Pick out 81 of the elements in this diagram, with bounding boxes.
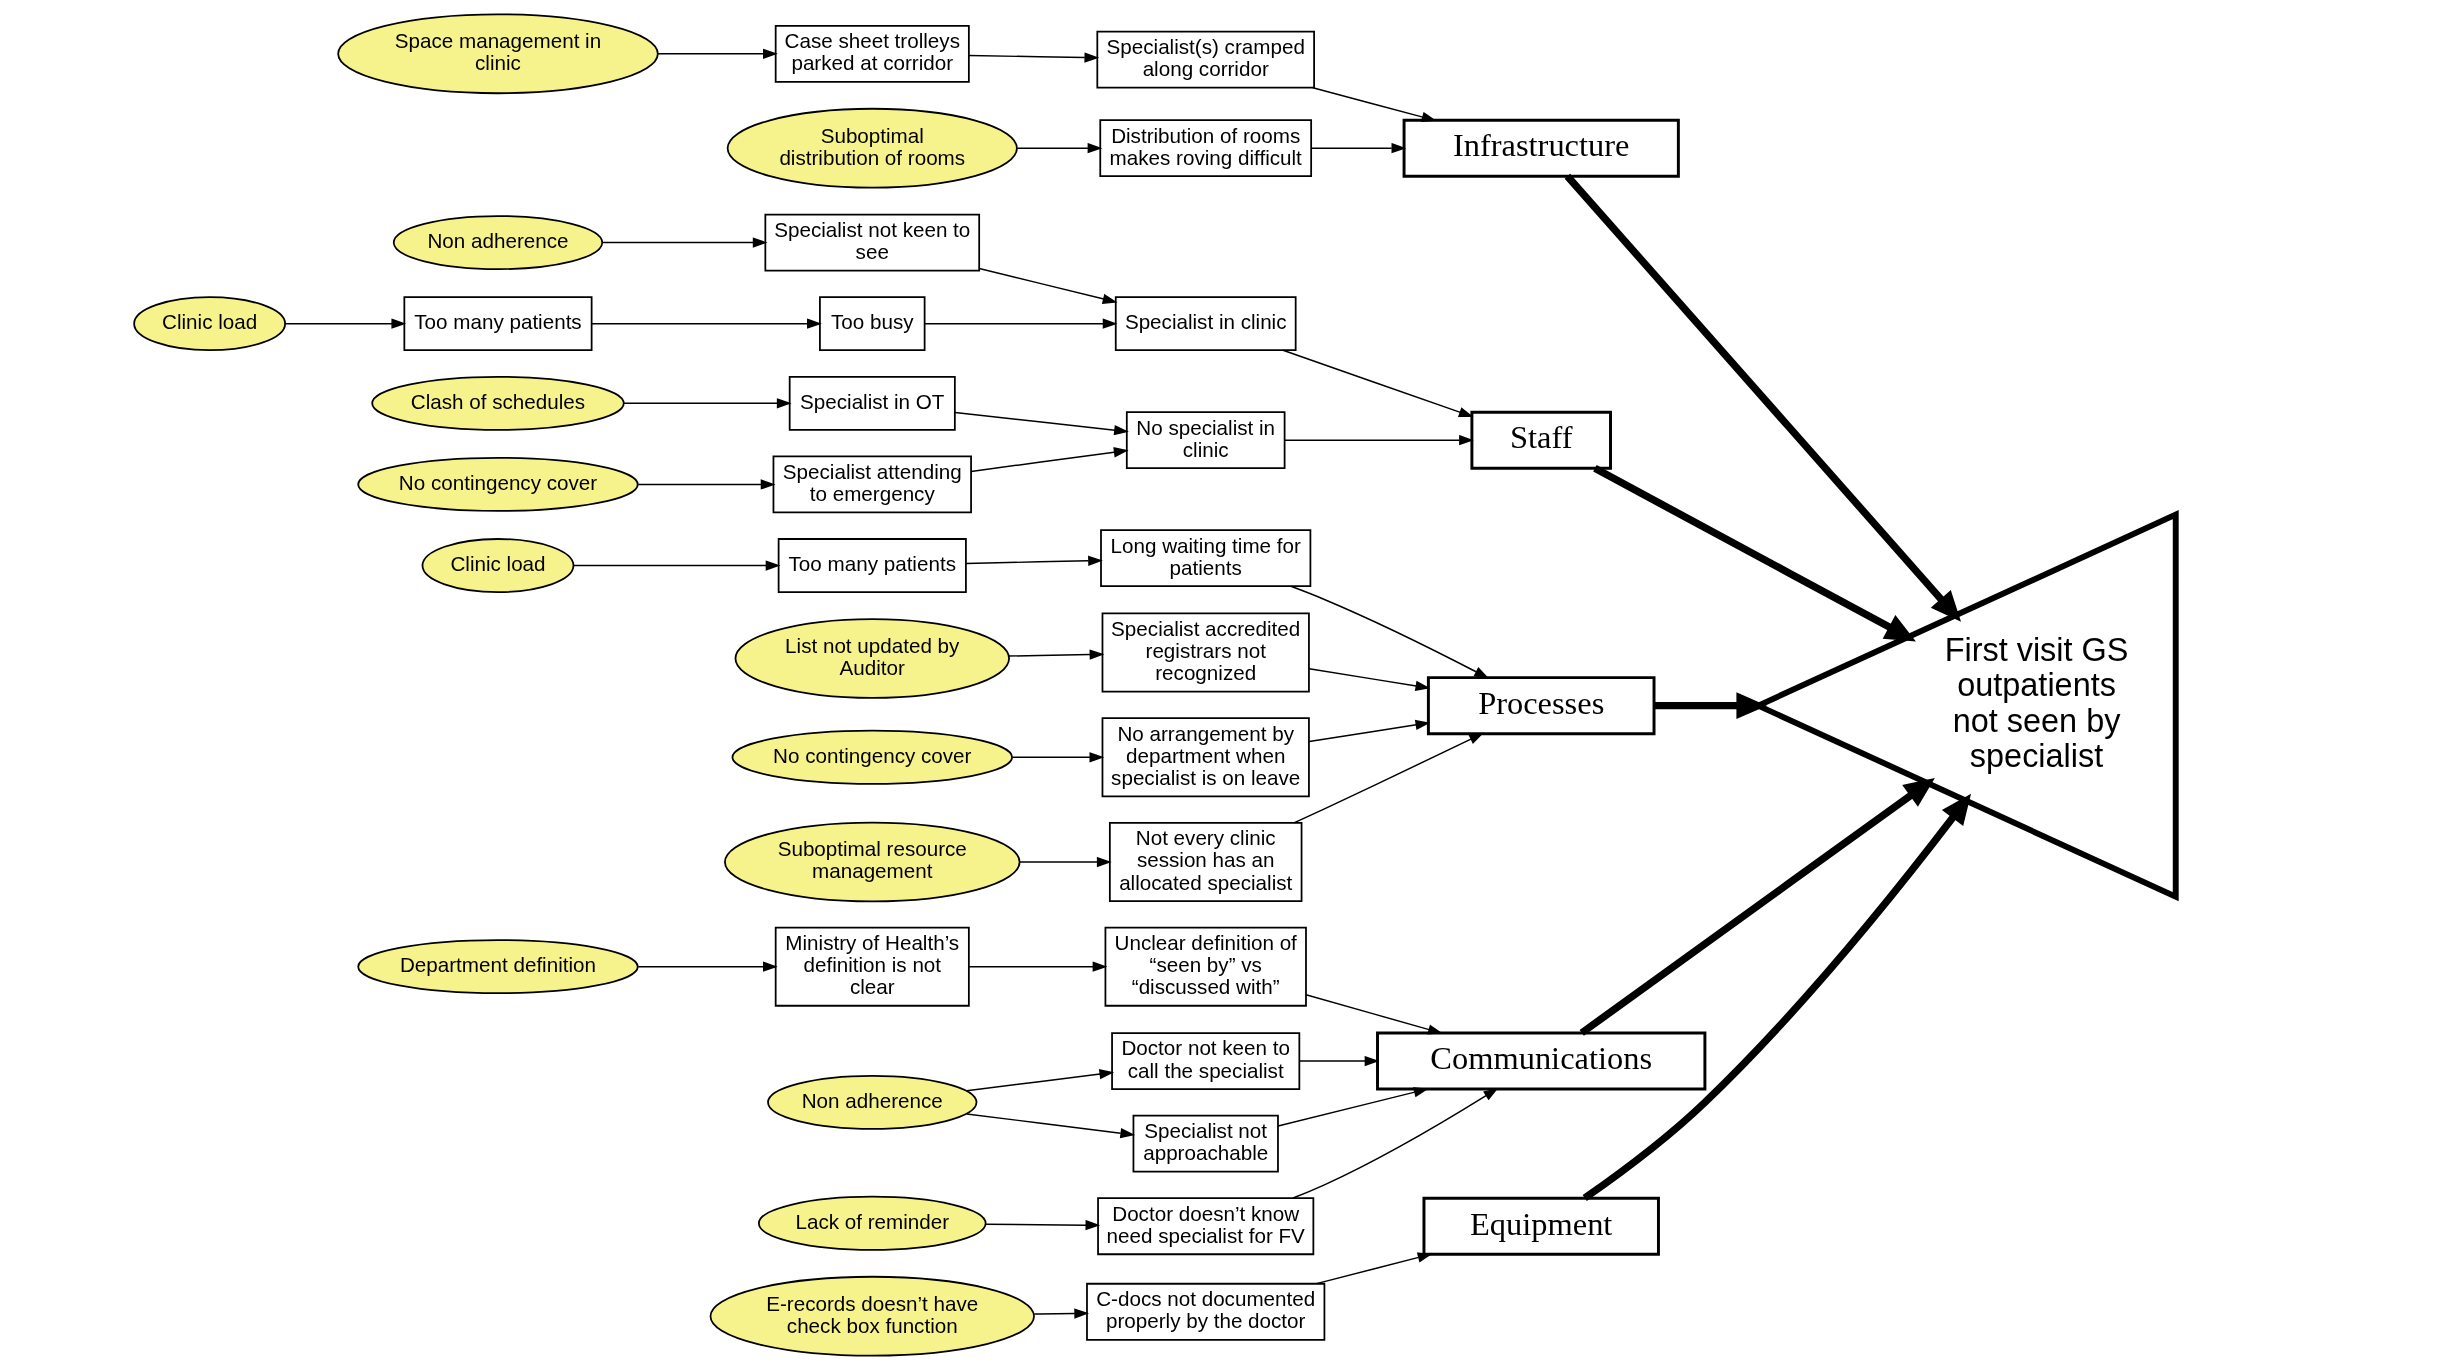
node-box: Case sheet trolleys parked at corridor <box>774 24 970 83</box>
node-box: Specialist in clinic <box>1114 296 1297 352</box>
node-ellipse: Lack of reminder <box>758 1195 987 1251</box>
arrow <box>1298 1055 1380 1067</box>
node-box: Too many patients <box>777 538 967 593</box>
arrow <box>602 237 768 248</box>
node-box: Specialist in OT <box>788 375 956 431</box>
node-ellipse: Department definition <box>357 939 639 995</box>
node-box: No arrangement by department when specialist is on leave <box>1101 717 1310 798</box>
arrow <box>1277 1087 1429 1127</box>
arrow <box>970 447 1129 473</box>
arrow <box>591 318 822 329</box>
arrow <box>1310 143 1407 154</box>
arrow <box>1016 143 1103 154</box>
arrow <box>1593 465 1916 642</box>
node-box: Ministry of Health’s definition is not clear <box>774 926 970 1007</box>
arrow <box>923 318 1118 329</box>
node-box: Too many patients <box>403 296 593 352</box>
node-box: Doctor doesn’t know need specialist for FV <box>1097 1197 1315 1256</box>
arrow <box>984 1220 1101 1231</box>
arrow <box>1305 994 1443 1035</box>
arrow <box>954 411 1129 436</box>
arrow <box>1284 435 1474 446</box>
arrow <box>965 555 1103 566</box>
arrow <box>1308 668 1431 691</box>
node-box: Not every clinic session has an allocated specialist <box>1108 822 1303 902</box>
arrow <box>1654 692 1767 720</box>
arrow <box>622 398 792 409</box>
arrow <box>657 48 778 59</box>
arrow <box>1290 585 1489 679</box>
node-box: Too busy <box>819 296 926 352</box>
arrow <box>1033 1308 1090 1319</box>
node-box: Specialist not keen to see <box>764 213 981 272</box>
node-box: Specialist accredited registrars not recognized <box>1101 612 1310 693</box>
arrow <box>965 1069 1115 1092</box>
node-ellipse: Non adherence <box>767 1074 978 1130</box>
arrow <box>1564 173 1962 622</box>
node-box: Specialist(s) cramped along corridor <box>1096 30 1315 89</box>
node-box: No specialist in clinic <box>1125 411 1286 470</box>
arrow <box>637 961 778 972</box>
node-box: Processes <box>1426 676 1656 736</box>
arrow <box>1292 1087 1499 1199</box>
arrow <box>1282 349 1474 418</box>
arrow <box>1315 1252 1433 1285</box>
arrow <box>1018 856 1112 868</box>
arrow <box>637 479 776 490</box>
arrow <box>968 52 1100 63</box>
node-ellipse: Clinic load <box>421 538 575 593</box>
node-box: Long waiting time for patients <box>1100 529 1312 588</box>
node-box: Infrastructure <box>1402 118 1680 178</box>
node-box: Staff <box>1470 410 1612 470</box>
node-box: Unclear definition of “seen by” vs “discussed with” <box>1104 926 1307 1007</box>
node-ellipse: List not updated by Auditor <box>734 618 1010 699</box>
node-box: Doctor not keen to call the specialist <box>1111 1032 1301 1090</box>
arrow <box>1579 778 1935 1036</box>
arrow <box>968 961 1108 972</box>
node-box: Equipment <box>1422 1196 1660 1256</box>
arrow <box>1308 719 1431 743</box>
node-ellipse: Suboptimal distribution of rooms <box>726 107 1018 189</box>
node-ellipse: Suboptimal resource management <box>724 821 1021 903</box>
node-box: Communications <box>1376 1031 1707 1091</box>
node-box: Specialist attending to emergency <box>772 455 972 514</box>
arrow <box>284 318 407 329</box>
arrow <box>978 267 1118 304</box>
node-ellipse: No contingency cover <box>731 729 1013 785</box>
arrow <box>965 1113 1136 1139</box>
node-ellipse: No contingency cover <box>357 457 639 512</box>
arrow <box>1582 793 1972 1202</box>
node-ellipse: E-records doesn’t have check box function <box>709 1275 1035 1357</box>
node-ellipse: Non adherence <box>392 215 604 270</box>
arrow <box>1293 732 1484 824</box>
node-ellipse: Clash of schedules <box>371 375 625 431</box>
node-box: C-docs not documented properly by the doctor <box>1086 1282 1326 1341</box>
node-box: Specialist not approachable <box>1132 1114 1279 1173</box>
node-ellipse: Clinic load <box>133 296 286 352</box>
arrow <box>1312 87 1437 122</box>
node-box: Distribution of rooms makes roving difficult <box>1099 119 1313 178</box>
arrow <box>1007 649 1105 660</box>
node-ellipse: Space management in clinic <box>337 13 659 95</box>
arrow <box>572 560 781 571</box>
arrow <box>1011 752 1105 763</box>
